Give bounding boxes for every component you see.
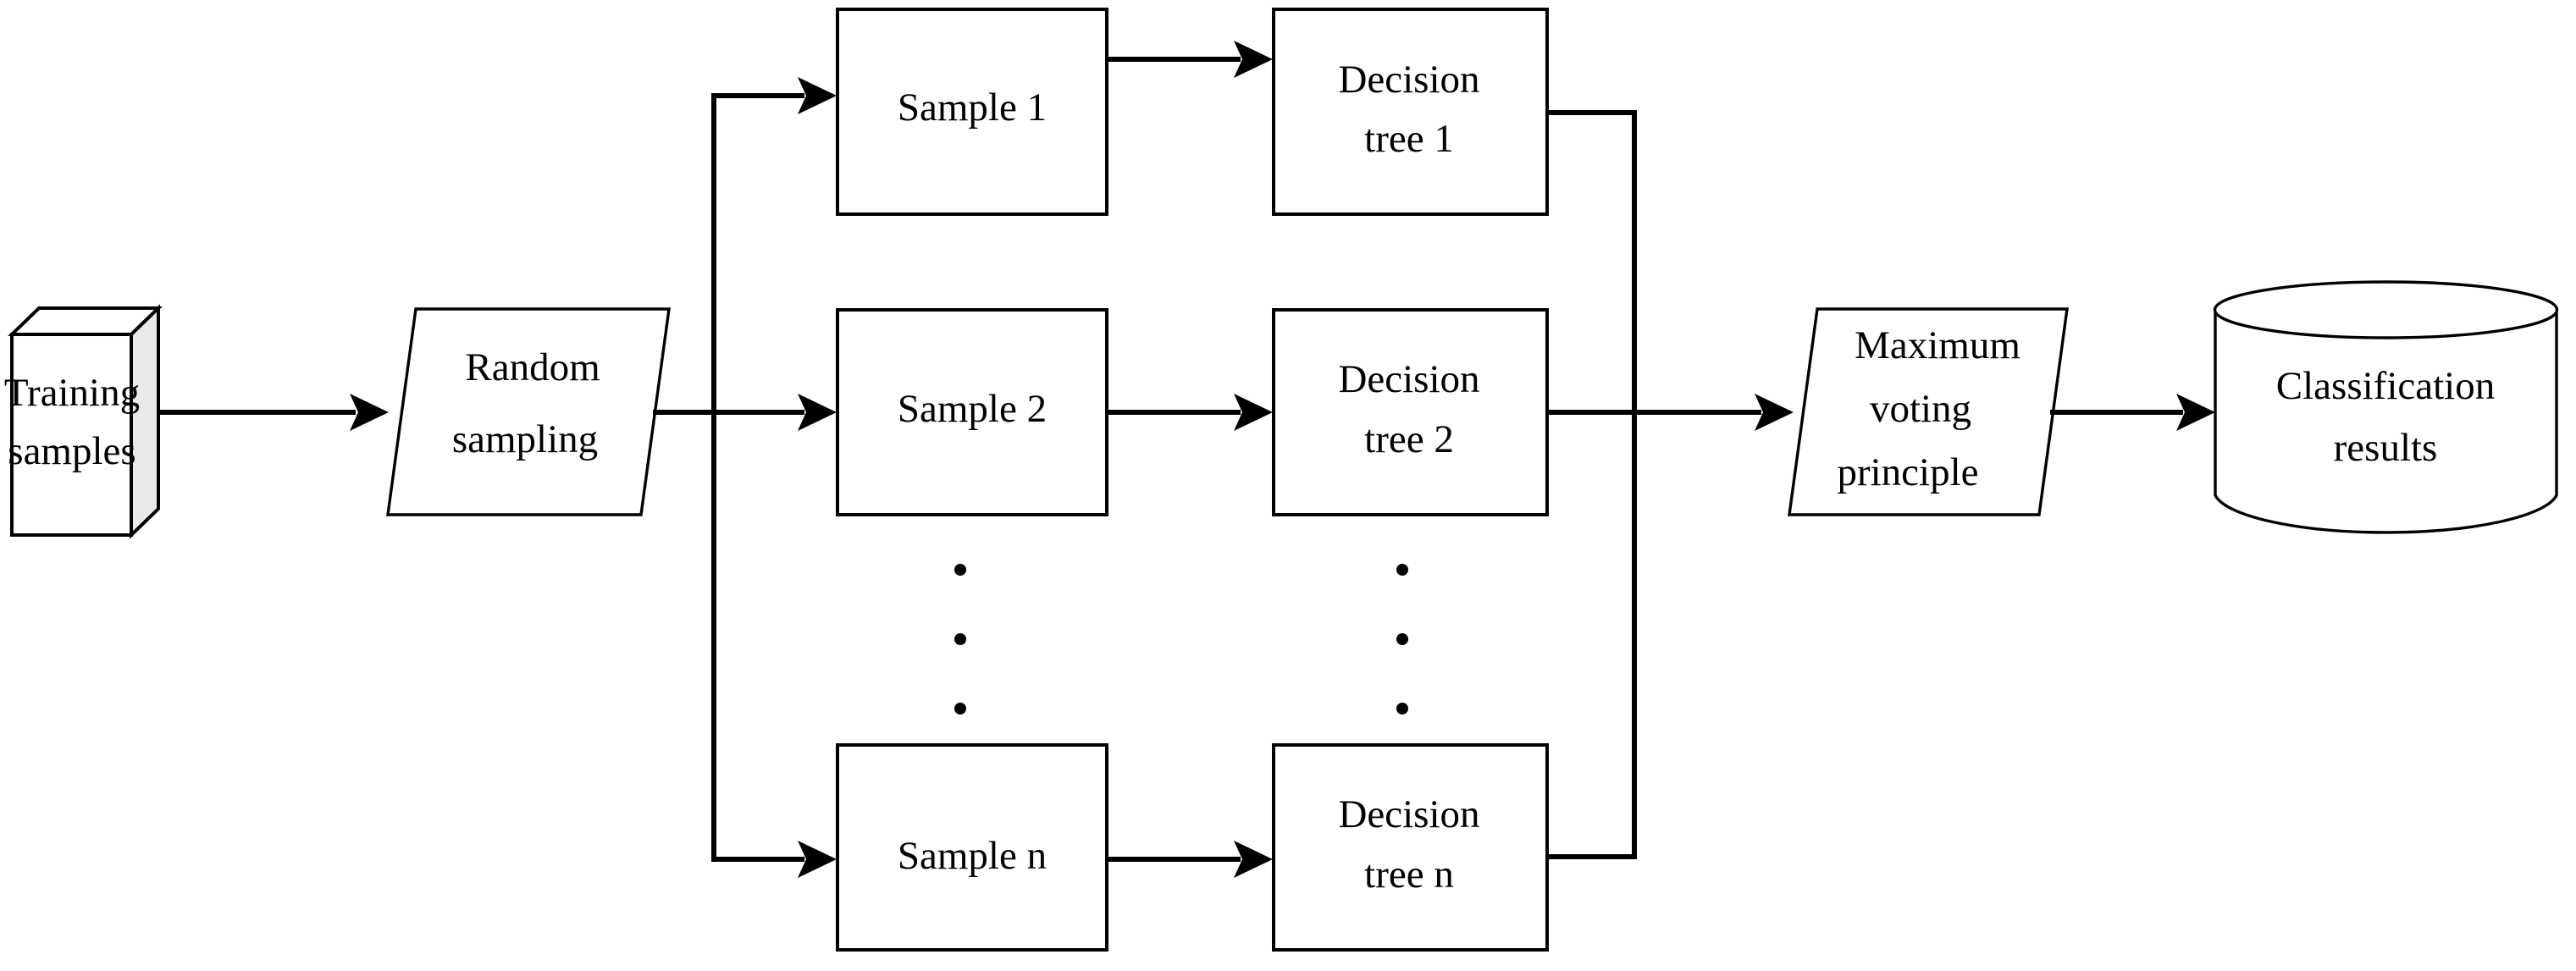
classification-results-top (2213, 280, 2559, 339)
bus-sampling-fanout (653, 77, 837, 878)
decision-tree-1-label-line2: tree 1 (1364, 117, 1454, 161)
training-samples-side-face (130, 304, 160, 539)
sample-n-label: Sample n (898, 834, 1047, 878)
decision-tree-n-label-line2: tree n (1364, 852, 1454, 897)
maximum-voting-label-line2: voting (1870, 387, 1971, 431)
classification-results-body (2214, 308, 2558, 534)
maximum-voting-label-line3: principle (1837, 450, 1978, 494)
classification-results-label-line2: results (2334, 426, 2438, 470)
node-decision-tree-1: Decision tree 1 (1272, 8, 1549, 216)
training-samples-label-line2: samples (8, 429, 135, 473)
sample-1-label: Sample 1 (898, 86, 1047, 130)
decision-tree-n-label-line1: Decision (1338, 792, 1479, 836)
sample-column-ellipsis (954, 564, 966, 714)
arrow-sample1-to-tree1 (1107, 41, 1273, 78)
decision-tree-n-box (1272, 743, 1549, 952)
arrow-samplen-to-treen (1107, 841, 1273, 878)
sample-2-box (836, 308, 1108, 516)
arrow-training-to-sampling (158, 394, 389, 431)
node-decision-tree-2: Decision tree 2 (1272, 308, 1549, 516)
sample-1-box (836, 8, 1108, 216)
arrow-voting-to-results (2050, 394, 2215, 431)
random-sampling-label-line2: sampling (452, 417, 598, 461)
node-random-sampling: Random sampling (386, 307, 671, 516)
sample-n-box (836, 743, 1108, 952)
decision-tree-2-label-line2: tree 2 (1364, 417, 1454, 461)
node-decision-tree-n: Decision tree n (1272, 743, 1549, 952)
sample-2-label: Sample 2 (898, 387, 1047, 431)
decision-tree-1-box (1272, 8, 1549, 216)
node-sample-n: Sample n (836, 743, 1108, 952)
bus-trees-merge (1545, 110, 1794, 859)
node-classification-results: Classification results (2213, 280, 2559, 534)
decision-tree-2-box (1272, 308, 1549, 516)
arrow-sample2-to-tree2 (1107, 394, 1273, 431)
node-maximum-voting: Maximum voting principle (1788, 307, 2069, 516)
maximum-voting-label-line1: Maximum (1855, 323, 2020, 367)
node-sample-1: Sample 1 (836, 8, 1108, 216)
decision-tree-2-label-line1: Decision (1338, 357, 1479, 401)
random-sampling-label-line1: Random (465, 345, 600, 389)
node-training-samples: Training samples (4, 304, 163, 539)
random-sampling-shape (386, 307, 671, 516)
training-samples-label-line1: Training (4, 371, 140, 415)
tree-column-ellipsis (1396, 564, 1408, 714)
classification-results-label-line1: Classification (2276, 364, 2495, 408)
maximum-voting-shape (1788, 307, 2069, 516)
training-samples-front-face (10, 333, 133, 537)
decision-tree-1-label-line1: Decision (1338, 58, 1479, 102)
node-sample-2: Sample 2 (836, 308, 1108, 516)
